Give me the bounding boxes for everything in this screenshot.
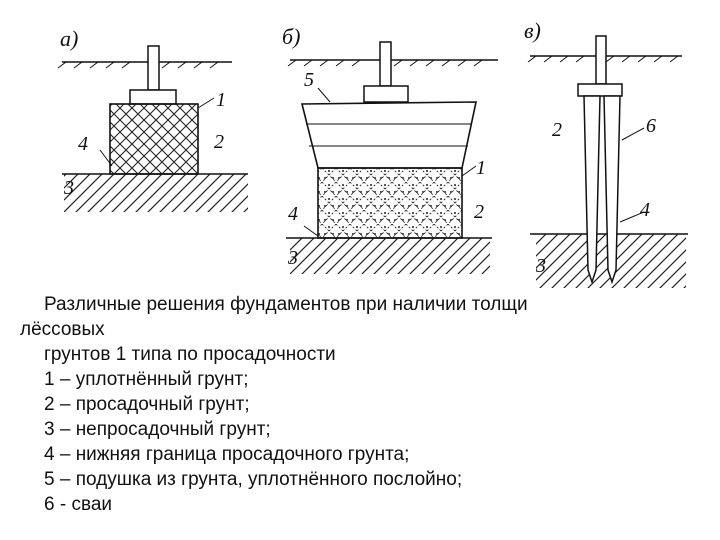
foundation-diagram: а) 1 2 3 4 б): [57, 18, 688, 288]
legend-item-1: 1 – уплотнённый грунт;: [44, 369, 249, 390]
panel-b-num-5: 5: [304, 69, 314, 91]
panel-b-num-4: 4: [288, 203, 298, 225]
panel-b-num-1: 1: [476, 157, 486, 179]
panel-b-num-2: 2: [474, 201, 484, 223]
panel-b-label: б): [282, 24, 300, 49]
legend-item-5: 5 – подушка из грунта, уплотнённого посл…: [44, 469, 463, 490]
legend-item-3: 3 – непросадочный грунт;: [44, 419, 271, 440]
panel-v-label: в): [524, 18, 541, 43]
panel-a-label: а): [60, 26, 78, 51]
panel-a-num-1: 1: [216, 89, 226, 111]
panel-a-num-3: 3: [63, 177, 74, 199]
panel-b-num-3: 3: [287, 247, 298, 269]
legend-item-2: 2 – просадочный грунт;: [44, 394, 250, 415]
panel-v-num-4: 4: [640, 199, 650, 221]
caption-title-line-1: Различные решения фундаментов при наличи…: [44, 294, 528, 315]
panel-a-num-2: 2: [214, 131, 224, 153]
caption-title-line-3: грунтов 1 типа по просадочности: [44, 344, 336, 365]
panel-v: в) 2 6 4 3: [524, 18, 688, 288]
caption-title-line-2: лёссовых: [20, 319, 105, 340]
panel-v-num-3: 3: [535, 255, 546, 277]
panel-b: б) 1 2 3 4 5: [282, 24, 498, 274]
panel-v-num-6: 6: [646, 115, 656, 137]
legend-item-4: 4 – нижняя граница просадочного грунта;: [44, 444, 410, 465]
figure-caption: Различные решения фундаментов при наличи…: [0, 292, 720, 517]
panel-v-num-2: 2: [552, 119, 562, 141]
panel-a-num-4: 4: [78, 133, 88, 155]
panel-a: а) 1 2 3 4: [57, 26, 248, 212]
legend-item-6: 6 - сваи: [44, 494, 113, 515]
